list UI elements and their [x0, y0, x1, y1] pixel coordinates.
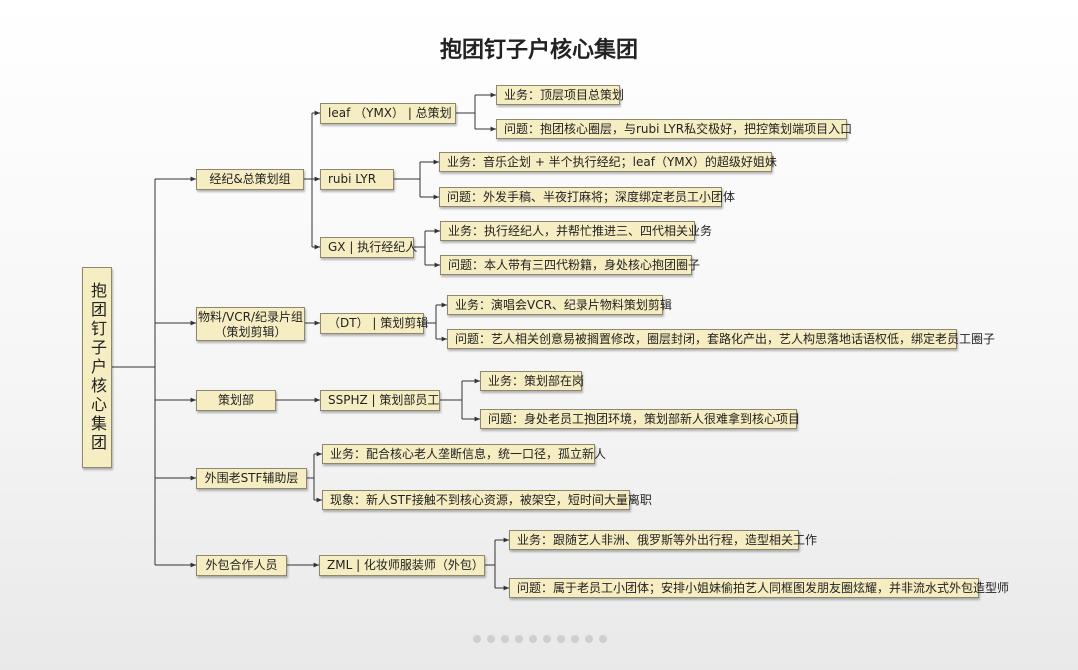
person-label: （DT） | 策划剪辑	[328, 316, 429, 330]
detail-rubi-issue: 问题：外发手稿、半夜打麻将；深度绑定老员工小团体	[439, 187, 735, 207]
root-node: 抱团钉子户核心集团	[82, 267, 112, 468]
detail-label: 问题：身处老员工抱团环境，策划部新人很难拿到核心项目	[488, 412, 801, 426]
group-label: 经纪&总策划组	[209, 172, 291, 186]
detail-rubi-business: 业务：音乐企划 + 半个执行经纪；leaf（YMX）的超级好姐妹	[439, 152, 777, 172]
person-label: ZML | 化妆师服装师（外包）	[327, 558, 484, 572]
group-planning-dept: 策划部	[196, 390, 276, 411]
detail-label: 问题：属于老员工小团体；安排小姐妹偷拍艺人同框图发朋友圈炫耀，并非流水式外包造型…	[517, 581, 1010, 595]
group-outsourced: 外包合作人员	[196, 555, 287, 576]
group-materials-vcr: 物料/VCR/纪录片组 （策划剪辑）	[196, 307, 305, 341]
person-rubi: rubi LYR	[320, 169, 394, 190]
detail-gx-business: 业务：执行经纪人，并帮忙推进三、四代相关业务	[440, 221, 712, 241]
group-label: 策划部	[217, 393, 254, 407]
group-label: 外围老STF辅助层	[204, 471, 299, 485]
page-dots-icon	[473, 635, 607, 643]
detail-label: 业务：跟随艺人非洲、俄罗斯等外出行程，造型相关工作	[517, 533, 818, 547]
person-label: SSPHZ | 策划部员工	[328, 393, 440, 407]
detail-label: 业务：策划部在岗	[488, 374, 585, 388]
detail-gx-issue: 问题：本人带有三四代粉籍，身处核心抱团圈子	[440, 255, 700, 275]
detail-ssphz-business: 业务：策划部在岗	[480, 371, 585, 391]
detail-dt-issue: 问题：艺人相关创意易被搁置修改，圈层封闭，套路化产出，艺人构思落地话语权低，绑定…	[447, 329, 995, 349]
detail-label: 问题：外发手稿、半夜打麻将；深度绑定老员工小团体	[447, 190, 736, 204]
person-label: GX | 执行经纪人	[328, 240, 418, 254]
page-title: 抱团钉子户核心集团	[439, 38, 638, 63]
detail-label: 问题：抱团核心圈层，与rubi LYR私交极好，把控策划端项目入口	[504, 122, 853, 136]
detail-leaf-business: 业务：顶层项目总策划	[496, 85, 624, 105]
detail-stf-business: 业务：配合核心老人垄断信息，统一口径，孤立新人	[322, 444, 606, 464]
detail-label: 问题：本人带有三四代粉籍，身处核心抱团圈子	[448, 258, 701, 272]
detail-ssphz-issue: 问题：身处老员工抱团环境，策划部新人很难拿到核心项目	[480, 409, 801, 429]
person-dt: （DT） | 策划剪辑	[320, 313, 428, 334]
detail-label: 业务：音乐企划 + 半个执行经纪；leaf（YMX）的超级好姐妹	[447, 155, 777, 169]
person-label: rubi LYR	[328, 172, 377, 186]
detail-leaf-issue: 问题：抱团核心圈层，与rubi LYR私交极好，把控策划端项目入口	[496, 119, 852, 139]
root-label: 抱团钉子户核心集团	[88, 282, 107, 453]
person-leaf: leaf （YMX） | 总策划	[320, 103, 456, 124]
person-label: leaf （YMX） | 总策划	[328, 106, 452, 120]
detail-zml-issue: 问题：属于老员工小团体；安排小姐妹偷拍艺人同框图发朋友圈炫耀，并非流水式外包造型…	[509, 578, 1009, 598]
detail-label: 业务：顶层项目总策划	[504, 88, 625, 102]
person-zml: ZML | 化妆师服装师（外包）	[319, 555, 485, 576]
detail-dt-business: 业务：演唱会VCR、纪录片物料策划剪辑	[447, 295, 672, 315]
person-gx: GX | 执行经纪人	[320, 237, 418, 258]
group-agency-planning: 经纪&总策划组	[196, 169, 304, 190]
group-label-line1: 物料/VCR/纪录片组	[197, 310, 303, 324]
group-label: 外包合作人员	[205, 558, 278, 572]
group-label-line2: （策划剪辑）	[214, 325, 287, 339]
person-ssphz: SSPHZ | 策划部员工	[320, 390, 440, 411]
detail-zml-business: 业务：跟随艺人非洲、俄罗斯等外出行程，造型相关工作	[509, 530, 817, 550]
detail-label: 业务：演唱会VCR、纪录片物料策划剪辑	[455, 298, 672, 312]
detail-label: 现象：新人STF接触不到核心资源，被架空，短时间大量离职	[330, 493, 652, 507]
detail-stf-phenomenon: 现象：新人STF接触不到核心资源，被架空，短时间大量离职	[322, 490, 652, 510]
detail-label: 业务：配合核心老人垄断信息，统一口径，孤立新人	[330, 447, 607, 461]
detail-label: 问题：艺人相关创意易被搁置修改，圈层封闭，套路化产出，艺人构思落地话语权低，绑定…	[455, 332, 996, 346]
group-peripheral-stf: 外围老STF辅助层	[196, 468, 307, 489]
detail-label: 业务：执行经纪人，并帮忙推进三、四代相关业务	[448, 224, 713, 238]
